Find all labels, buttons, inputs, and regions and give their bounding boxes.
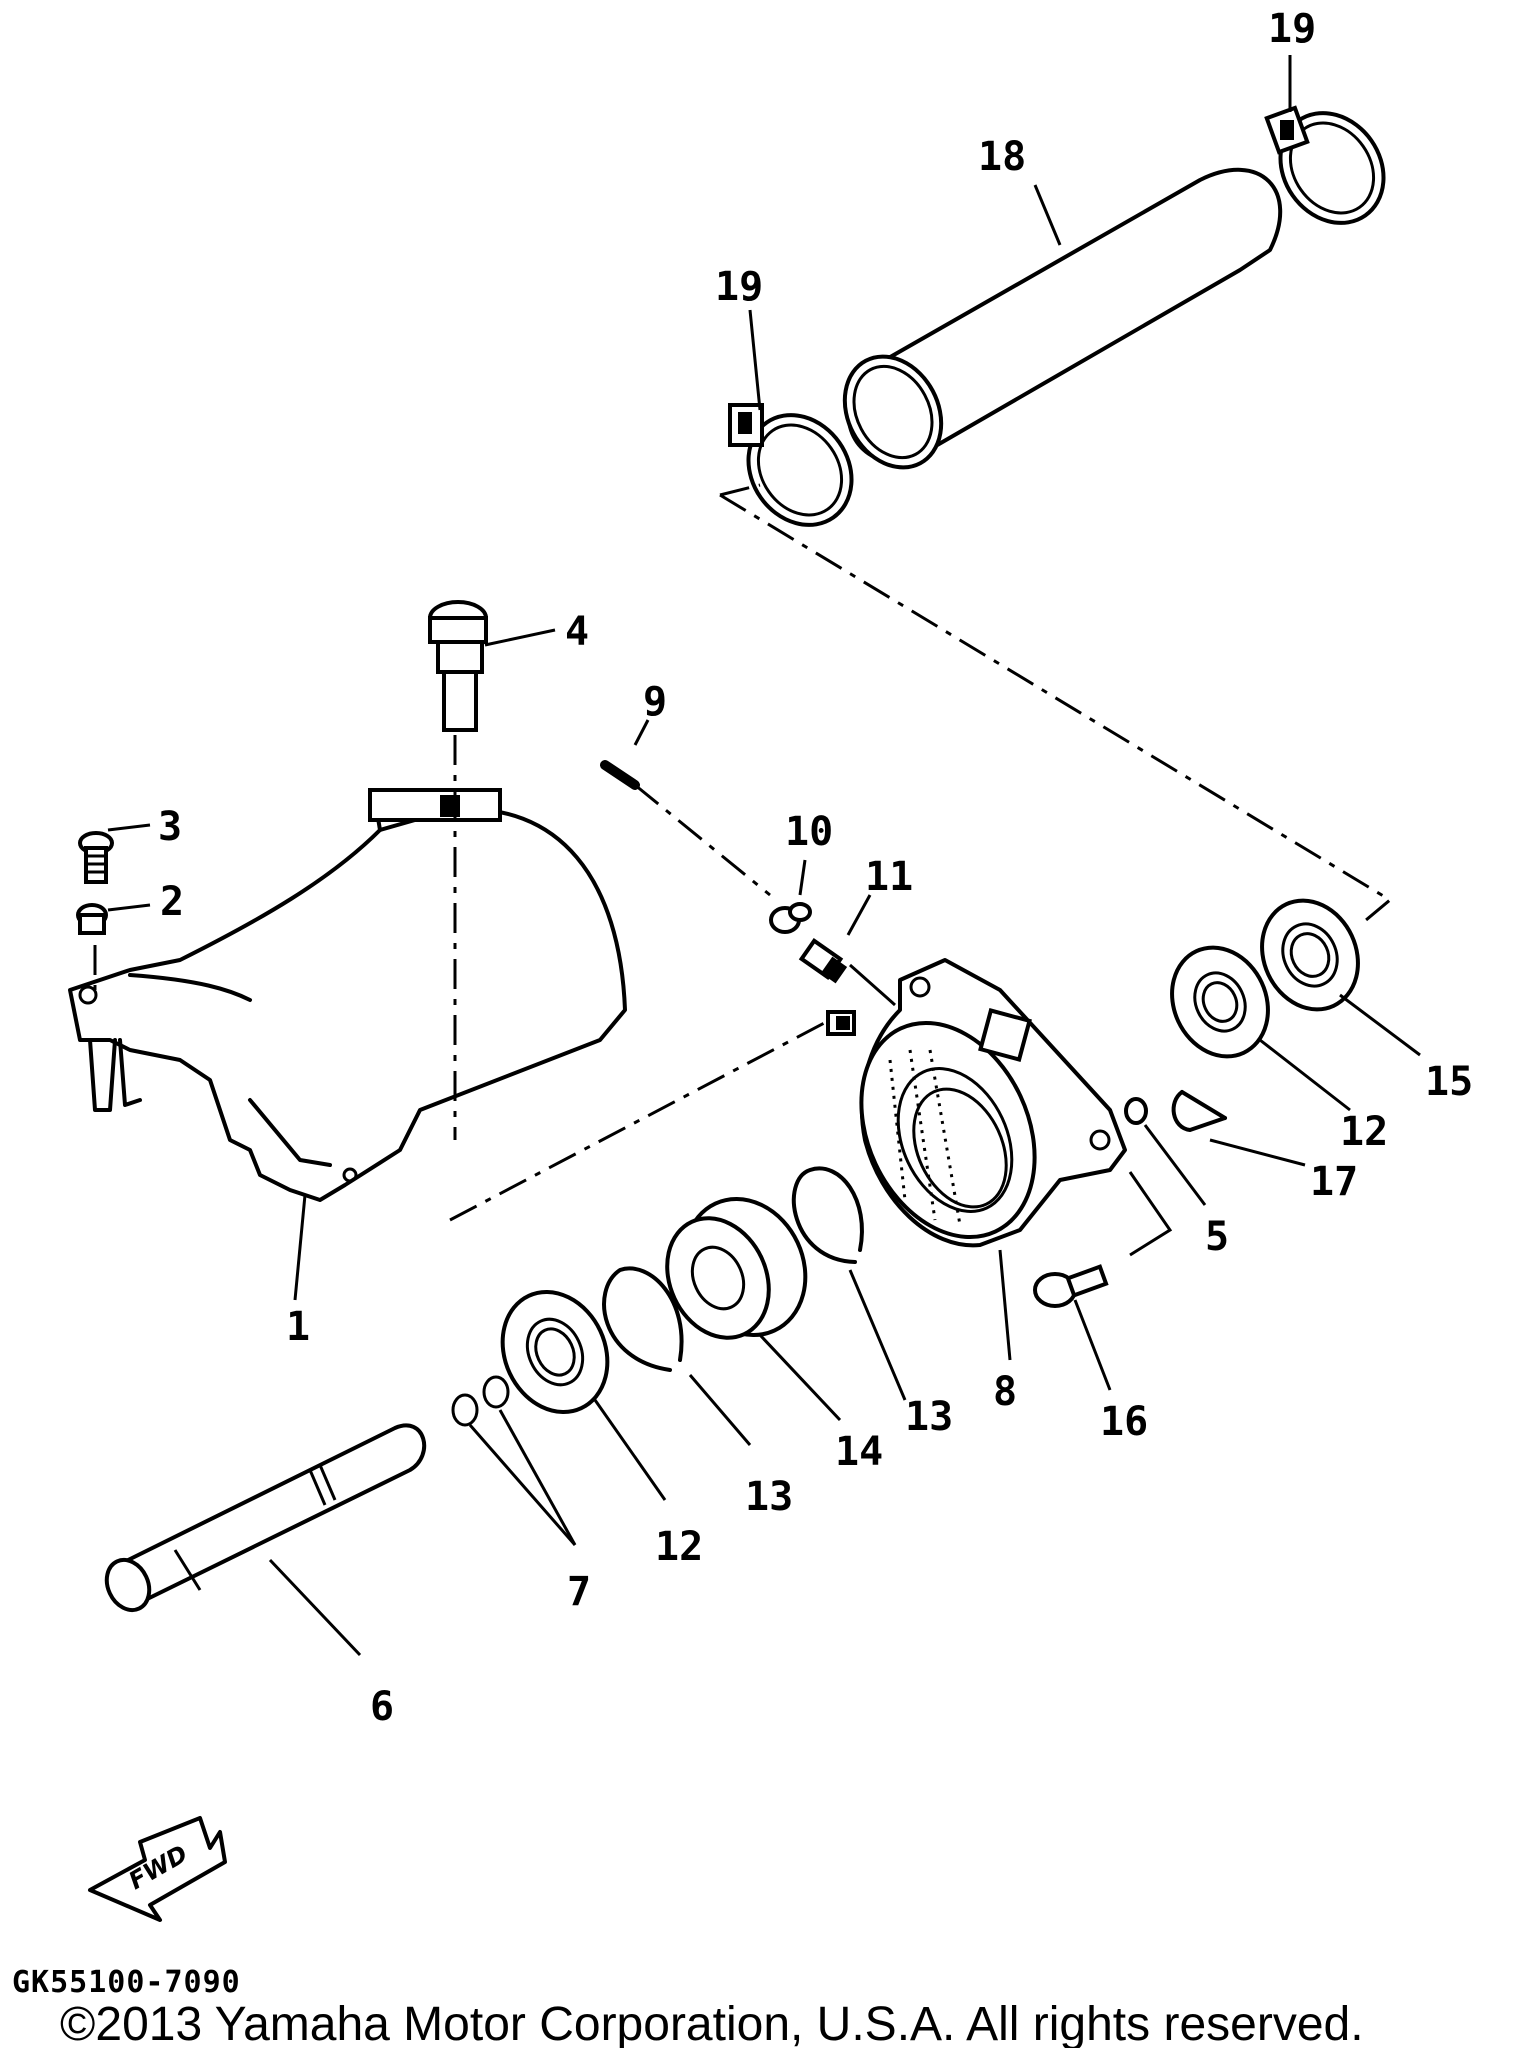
part-top-bolt — [428, 600, 488, 732]
callout-13-right: 13 — [905, 1394, 953, 1440]
part-circlip-left — [602, 1266, 684, 1372]
callout-3: 3 — [158, 804, 182, 850]
part-bolt — [78, 831, 114, 884]
forward-direction-arrow: FWD — [88, 1816, 227, 1922]
part-o-rings — [451, 1375, 510, 1427]
callout-17: 17 — [1310, 1159, 1358, 1205]
part-outer-seal — [1260, 898, 1360, 1012]
callout-9: 9 — [643, 679, 667, 725]
leader-lines — [107, 55, 1421, 1657]
callout-4: 4 — [565, 609, 589, 655]
callout-2: 2 — [160, 879, 184, 925]
part-clip — [769, 902, 812, 934]
part-housing — [826, 958, 1127, 1248]
part-circlip-right — [791, 1166, 864, 1264]
part-cover — [68, 788, 627, 1202]
callout-labels: 19 18 19 4 9 10 11 3 2 1 8 5 17 12 15 16… — [158, 6, 1473, 1730]
callout-14: 14 — [835, 1429, 883, 1475]
callout-12-right: 12 — [1340, 1109, 1388, 1155]
callout-13-left: 13 — [745, 1474, 793, 1520]
assembly-lines — [93, 483, 1393, 1257]
part-pin — [600, 760, 640, 790]
part-oil-seal-right — [1170, 945, 1270, 1059]
part-hose-clamp-lower — [728, 403, 854, 527]
part-retaining-clip — [1171, 1090, 1227, 1132]
callout-6: 6 — [370, 1684, 394, 1730]
part-oil-seal-left — [500, 1289, 610, 1415]
callout-15: 15 — [1425, 1059, 1473, 1105]
part-hose — [842, 167, 1283, 470]
part-drive-shaft — [104, 1423, 427, 1613]
callout-10: 10 — [785, 809, 833, 855]
part-nipple — [798, 938, 848, 984]
callout-18: 18 — [978, 134, 1026, 180]
callout-16: 16 — [1100, 1399, 1148, 1445]
callout-19-lower: 19 — [715, 264, 763, 310]
callout-8: 8 — [993, 1369, 1017, 1415]
part-bearing — [665, 1196, 808, 1340]
callout-7: 7 — [567, 1569, 591, 1615]
diagram-code: GK55100-7090 — [12, 1965, 241, 2000]
callout-12-left: 12 — [655, 1524, 703, 1570]
part-housing-bolt — [1033, 1264, 1109, 1308]
copyright-notice: ©2013 Yamaha Motor Corporation, U.S.A. A… — [60, 1998, 1364, 2048]
part-hose-clamp-upper — [1264, 105, 1386, 225]
part-collar — [76, 903, 108, 935]
callout-11: 11 — [865, 854, 913, 900]
callout-19-upper: 19 — [1268, 6, 1316, 52]
part-small-pin — [1124, 1097, 1148, 1125]
callout-5: 5 — [1205, 1214, 1229, 1260]
callout-1: 1 — [286, 1304, 310, 1350]
